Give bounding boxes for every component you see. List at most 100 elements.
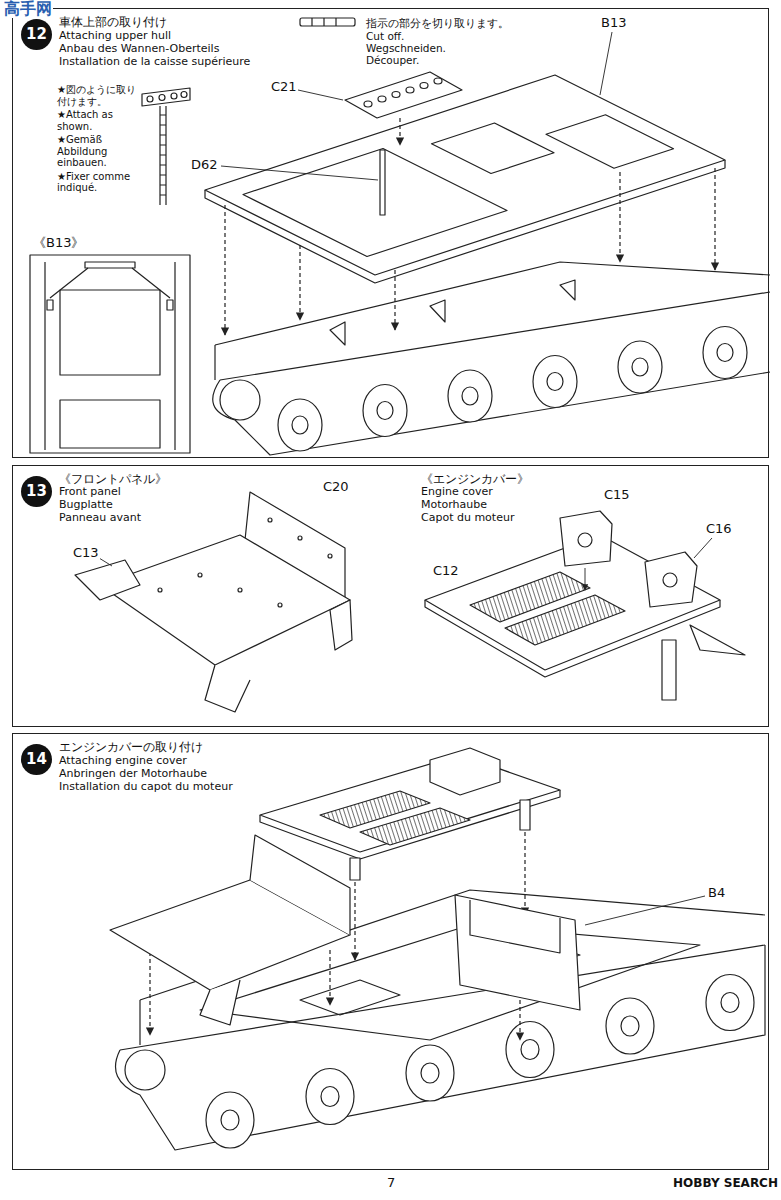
lower-hull — [521, 1040, 539, 1060]
leader-line — [585, 896, 705, 925]
inset-b13 — [50, 268, 170, 298]
note-text: ★Gemäß Abbildung einbauen. — [56, 134, 138, 169]
lower-hull — [278, 399, 322, 451]
engine-cover-part — [360, 808, 470, 845]
upper-hull-plate — [378, 96, 386, 102]
engine-cover-part — [505, 595, 625, 645]
front-panel-part — [75, 560, 140, 600]
upper-hull-plate — [432, 123, 555, 174]
step-title: Panneau avant — [59, 512, 141, 524]
inset-b13 — [45, 262, 175, 450]
lower-hull — [560, 280, 575, 300]
upper-hull-plate — [392, 92, 400, 98]
engine-cover-part — [260, 748, 560, 880]
front-panel-part — [328, 554, 332, 558]
lower-hull — [717, 344, 733, 362]
front-panel-part — [100, 535, 350, 665]
engine-cover-part — [520, 800, 530, 830]
note-text: Cut off. — [365, 30, 405, 42]
lower-hull — [300, 980, 400, 1015]
part-label: D62 — [190, 158, 219, 173]
front-panel-part — [330, 600, 352, 650]
step-title: Front panel — [59, 486, 121, 498]
assembly-arrow — [149, 945, 150, 1035]
engine-cover-part — [662, 640, 676, 700]
leader-line — [99, 538, 712, 590]
assembly-arrow — [354, 882, 355, 960]
inset-b13 — [167, 300, 173, 310]
inset-detail — [171, 93, 177, 99]
step-number-text: 13 — [26, 484, 47, 499]
step-panel: エンジンカバーの取り付けAttaching engine coverAnbrin… — [12, 733, 769, 1170]
engine-cover-part — [645, 552, 697, 607]
step-number: 12 — [21, 19, 52, 50]
step-title: 《エンジンカバー》 — [421, 473, 529, 486]
cut-off-detail — [312, 18, 336, 26]
engine-cover-part — [560, 511, 612, 566]
note-text: ★Attach as shown. — [56, 109, 138, 132]
front-panel-part — [75, 492, 352, 712]
lower-hull — [462, 387, 478, 405]
inset-detail — [181, 92, 187, 98]
upper-hull-plate — [205, 72, 725, 283]
note-text: ★Fixer comme indiqué. — [56, 171, 138, 194]
note-text: 指示の部分を切り取ります。 — [365, 17, 510, 29]
upper-hull-plate — [364, 101, 372, 107]
upper-hull-plate — [546, 115, 674, 169]
assembly-arrow — [619, 172, 620, 262]
lower-hull — [220, 380, 260, 420]
front-panel-part — [158, 588, 162, 592]
lower-hull — [306, 1069, 354, 1125]
inset-detail — [160, 115, 166, 195]
cut-off-detail — [300, 18, 355, 26]
step-title: Anbringen der Motorhaube — [59, 768, 207, 780]
lower-hull — [206, 1092, 254, 1148]
step-title: 《フロントパネル》 — [59, 473, 167, 486]
upper-hull-plate — [205, 75, 725, 275]
part-label: C13 — [72, 546, 100, 561]
engine-cover-part — [425, 511, 745, 700]
page-number: 7 — [386, 1176, 396, 1191]
part-label: C21 — [270, 80, 298, 95]
inset-b13 — [60, 290, 160, 375]
upper-hull-plate — [420, 83, 428, 89]
lower-hull — [430, 300, 445, 322]
upper-hull-plate — [380, 150, 385, 215]
upper-hull-plate — [243, 149, 507, 257]
watermark: 高手网 — [3, 0, 53, 18]
lower-hull — [703, 327, 747, 379]
front-panel-part — [200, 980, 240, 1025]
lower-hull — [213, 372, 770, 455]
leader-line — [99, 558, 112, 566]
lower-hull — [377, 402, 393, 420]
step-title: Bugplatte — [59, 499, 113, 511]
leader-line — [221, 166, 378, 180]
front-panel-part — [298, 536, 302, 540]
step-title: Motorhaube — [421, 499, 487, 511]
part-label: 《B13》 — [32, 236, 85, 251]
lower-hull — [706, 975, 754, 1031]
assembly-arrow — [224, 205, 225, 335]
front-panel-part — [205, 665, 250, 712]
lower-hull — [330, 322, 345, 345]
leader-line — [585, 896, 705, 925]
assembly-arrow — [399, 118, 400, 145]
leader-line — [221, 32, 612, 180]
part-label: C20 — [322, 480, 350, 495]
lower-hull — [618, 341, 662, 393]
lower-hull — [363, 385, 407, 437]
step-title: Anbau des Wannen-Oberteils — [59, 43, 219, 55]
lower-hull — [125, 1050, 165, 1090]
front-panel-part — [268, 518, 272, 522]
inset-b13 — [60, 400, 160, 448]
leader-line — [585, 568, 586, 590]
lower-hull — [721, 993, 739, 1013]
assembly-arrow — [299, 245, 300, 320]
lower-hull — [421, 1063, 439, 1083]
step-title: Engine cover — [421, 486, 493, 498]
note-text: Découper. — [365, 54, 420, 66]
part-label: B13 — [600, 16, 627, 31]
assembly-arrow — [714, 168, 715, 270]
assembly-arrow — [394, 270, 395, 330]
inset-b13 — [30, 255, 190, 453]
